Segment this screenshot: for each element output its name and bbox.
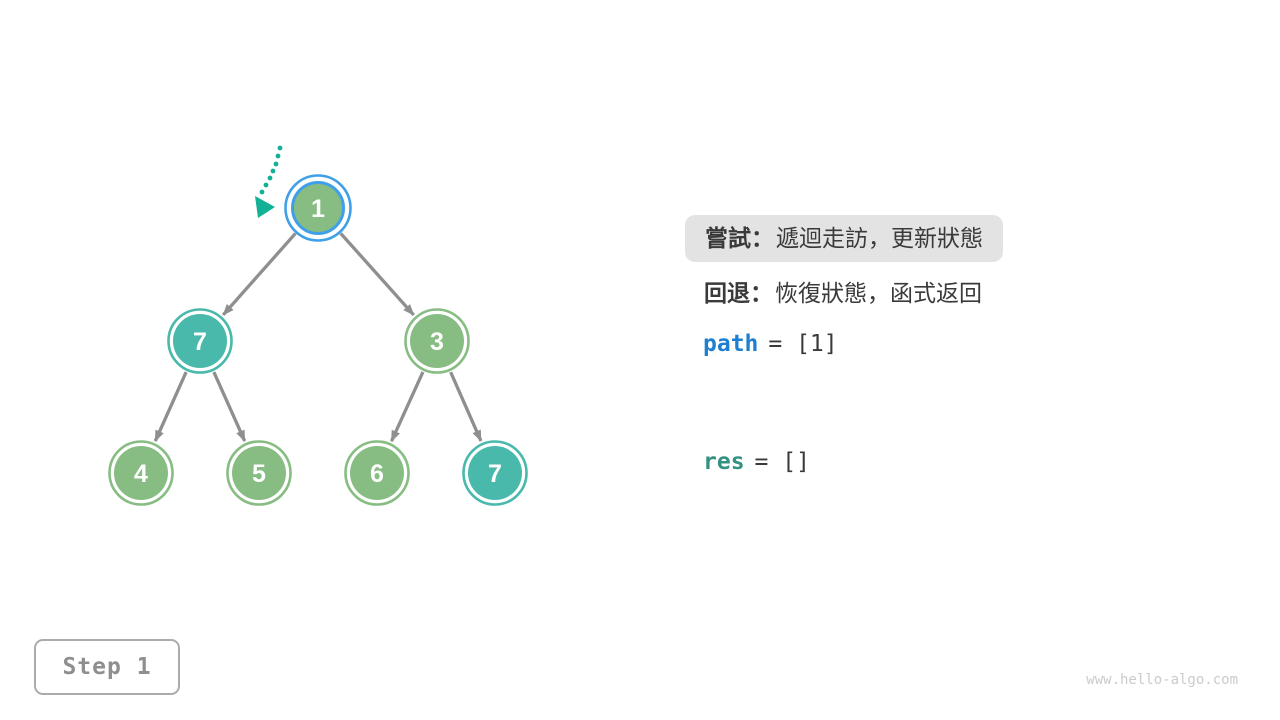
pointer-dot [263,182,269,188]
watermark: www.hello-algo.com [1086,672,1238,688]
tree-edges [153,232,483,443]
node-fill [350,446,404,500]
tree-edge [212,371,247,442]
pointer-dot [267,175,273,181]
tree-edge [339,232,415,317]
node-value: 6 [370,460,384,488]
tree-nodes: 1 7 3 4 5 6 7 [108,174,528,506]
node-fill [232,446,286,500]
res-variable-line: res = [] [703,449,810,475]
node-fill [114,446,168,500]
tree-node-7: 7 [167,308,233,374]
node-value: 5 [252,460,266,488]
pointer-dot [275,153,281,159]
tree-node-1: 1 [284,174,352,242]
path-variable-value: = [1] [768,331,838,357]
node-fill [173,314,227,368]
pointer-arrowhead [255,196,275,218]
try-label: 嘗試： [705,225,774,251]
tree-edge [221,232,297,316]
tree-node-6: 6 [344,440,410,506]
node-value: 7 [488,460,502,488]
pointer-dot [259,189,265,195]
step-label: Step 1 [62,654,152,680]
pointer-dot [277,145,283,151]
tree-node-3: 3 [404,308,470,374]
path-variable-line: path = [1] [703,331,838,357]
res-variable-name: res [703,449,745,475]
node-value: 7 [193,328,207,356]
tree-node-4: 4 [108,440,174,506]
tree-edge [153,371,188,442]
tree-edge [449,371,483,442]
backtrack-label: 回退： [704,280,773,306]
legend-try-line: 嘗試：遞迴走訪，更新狀態 [685,215,1003,262]
node-fill [410,314,464,368]
node-value: 4 [134,460,148,488]
tree-node-7: 7 [462,440,528,506]
node-value: 1 [311,195,325,223]
try-text: 遞迴走訪，更新狀態 [776,225,983,251]
node-fill [468,446,522,500]
pointer-dot [270,168,276,174]
res-variable-value: = [] [754,449,810,475]
current-node-pointer-arrow [255,145,283,218]
node-value: 3 [430,328,444,356]
pointer-dot [273,161,279,167]
path-variable-name: path [703,331,759,357]
current-node-fill [291,181,345,235]
tree-edge [389,371,425,443]
legend-backtrack-line: 回退：恢復狀態，函式返回 [704,282,982,305]
backtrack-text: 恢復狀態，函式返回 [775,280,982,306]
step-badge: Step 1 [34,639,180,695]
tree-node-5: 5 [226,440,292,506]
